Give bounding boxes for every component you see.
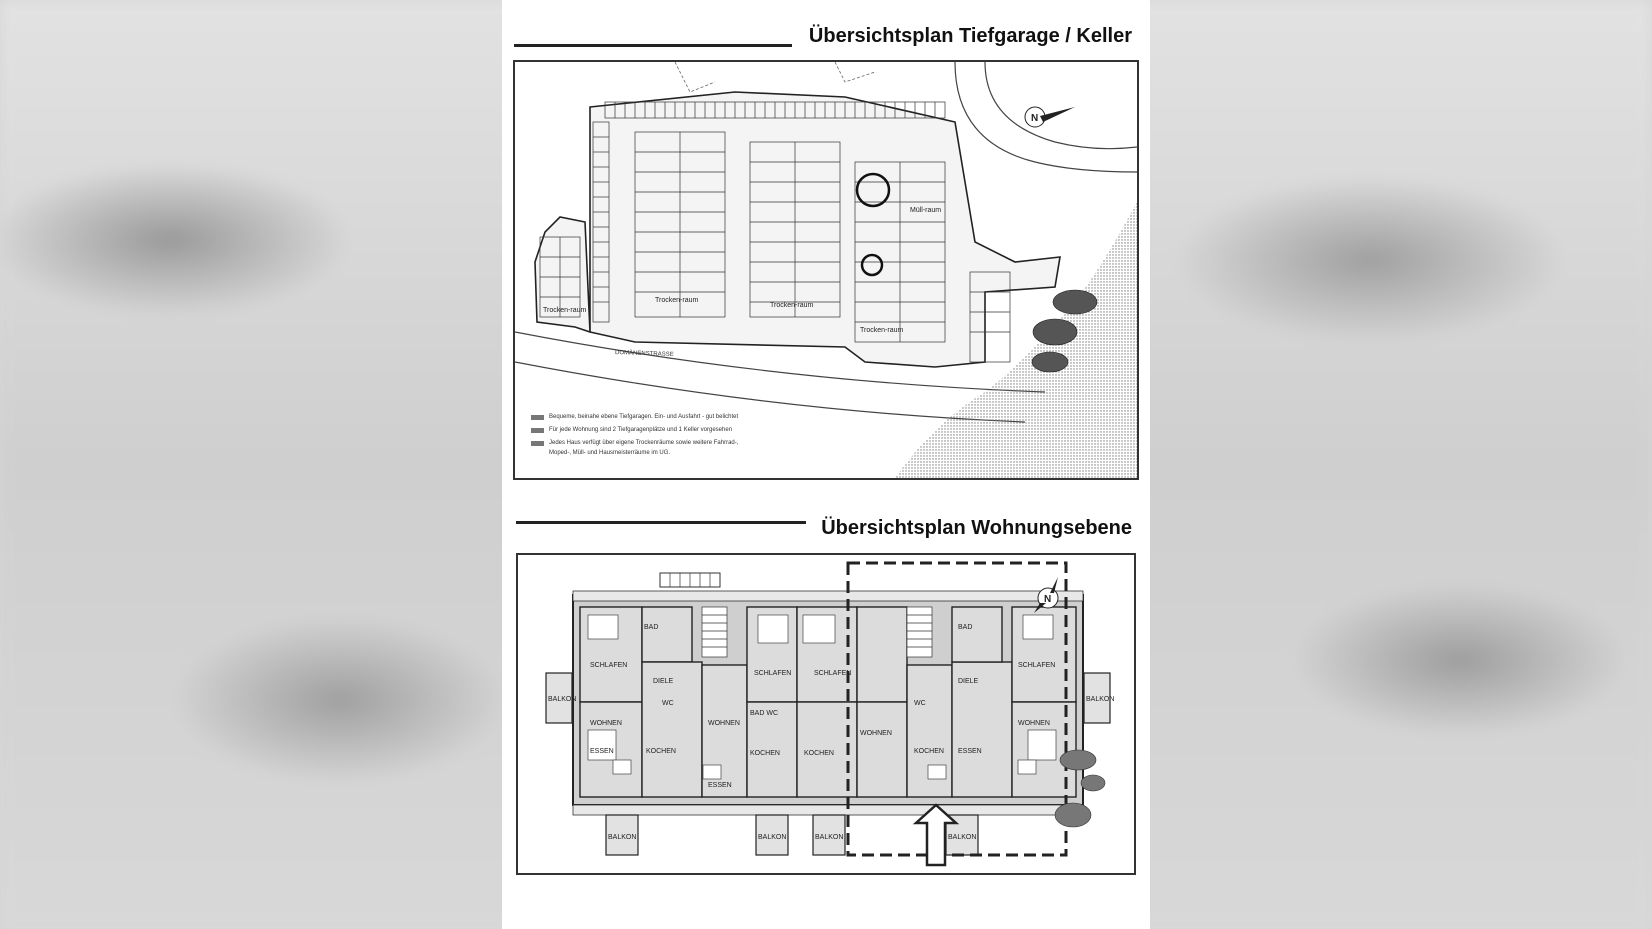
room-label-balkon-3: BALKON	[608, 834, 636, 841]
room-label-schlafen-3: SCHLAFEN	[814, 670, 851, 677]
room-label-schlafen: SCHLAFEN	[590, 662, 627, 669]
room-label-essen-2: ESSEN	[708, 782, 732, 789]
legend-swatch	[531, 440, 544, 446]
room-label-bad: BAD	[644, 624, 658, 631]
room-label-kochen-4: KOCHEN	[914, 748, 944, 755]
room-label-wc: WC	[662, 700, 674, 707]
trockenraum-label-1: Trocken-raum	[543, 307, 586, 314]
legend-swatch	[531, 427, 544, 433]
room-label-diele: DIELE	[653, 678, 674, 685]
room-label-wohnen-2: WOHNEN	[708, 720, 740, 727]
apartment-compass	[1034, 577, 1059, 613]
garage-compass-letter: N	[1031, 113, 1038, 124]
room-label-bad-wc: BAD WC	[750, 710, 778, 717]
apartment-plan: SCHLAFEN BAD DIELE WC WOHNEN ESSEN KOCHE…	[516, 553, 1136, 875]
room-label-essen: ESSEN	[590, 748, 614, 755]
muellraum-label: Müll-raum	[910, 207, 941, 214]
trockenraum-label-3: Trocken-raum	[770, 302, 813, 309]
bottom-title-rule	[516, 521, 806, 524]
room-label-balkon-6: BALKON	[948, 834, 976, 841]
room-label-kochen-3: KOCHEN	[804, 750, 834, 757]
legend-item: Jedes Haus verfügt über eigene Trockenrä…	[531, 440, 738, 446]
room-label-kochen-2: KOCHEN	[750, 750, 780, 757]
room-label-balkon-2: BALKON	[1086, 696, 1114, 703]
apartment-compass-letter: N	[1044, 594, 1051, 605]
legend-text: Für jede Wohnung sind 2 Tiefgaragenplätz…	[549, 427, 733, 433]
room-label-wohnen-3: WOHNEN	[860, 730, 892, 737]
room-label-kochen: KOCHEN	[646, 748, 676, 755]
trockenraum-label-4: Trocken-raum	[860, 327, 903, 334]
garage-plan: Trocken-raum Trocken-raum Trocken-raum T…	[513, 60, 1139, 480]
room-label-balkon-4: BALKON	[758, 834, 786, 841]
room-label-diele-2: DIELE	[958, 678, 979, 685]
room-label-wohnen-4: WOHNEN	[1018, 720, 1050, 727]
garage-legend: Bequeme, beinahe ebene Tiefgaragen. Ein-…	[531, 414, 738, 456]
legend-continuation: Moped-, Müll- und Hausmeisterräume im UG…	[549, 450, 671, 456]
room-label-bad-2: BAD	[958, 624, 972, 631]
top-title-rule	[514, 44, 792, 47]
room-label-essen-3: ESSEN	[958, 748, 982, 755]
legend-text: Bequeme, beinahe ebene Tiefgaragen. Ein-…	[549, 414, 739, 420]
garage-plan-drawing: Trocken-raum Trocken-raum Trocken-raum T…	[515, 62, 1137, 478]
trockenraum-label-2: Trocken-raum	[655, 297, 698, 304]
document-page: Übersichtsplan Tiefgarage / Keller	[502, 0, 1150, 929]
top-title: Übersichtsplan Tiefgarage / Keller	[808, 25, 1132, 47]
room-label-wohnen: WOHNEN	[590, 720, 622, 727]
bottom-title: Übersichtsplan Wohnungsebene	[821, 517, 1132, 539]
legend-text: Jedes Haus verfügt über eigene Trockenrä…	[549, 440, 739, 446]
room-label-schlafen-4: SCHLAFEN	[1018, 662, 1055, 669]
apartment-plan-drawing: SCHLAFEN BAD DIELE WC WOHNEN ESSEN KOCHE…	[545, 561, 1114, 867]
legend-swatch	[531, 414, 544, 420]
garage-compass	[1024, 106, 1075, 128]
room-label-balkon-5: BALKON	[815, 834, 843, 841]
room-label-wc-2: WC	[914, 700, 926, 707]
room-label-balkon-1: BALKON	[548, 696, 576, 703]
legend-item: Für jede Wohnung sind 2 Tiefgaragenplätz…	[531, 427, 738, 433]
legend-item: Bequeme, beinahe ebene Tiefgaragen. Ein-…	[531, 414, 738, 420]
room-label-schlafen-2: SCHLAFEN	[754, 670, 791, 677]
